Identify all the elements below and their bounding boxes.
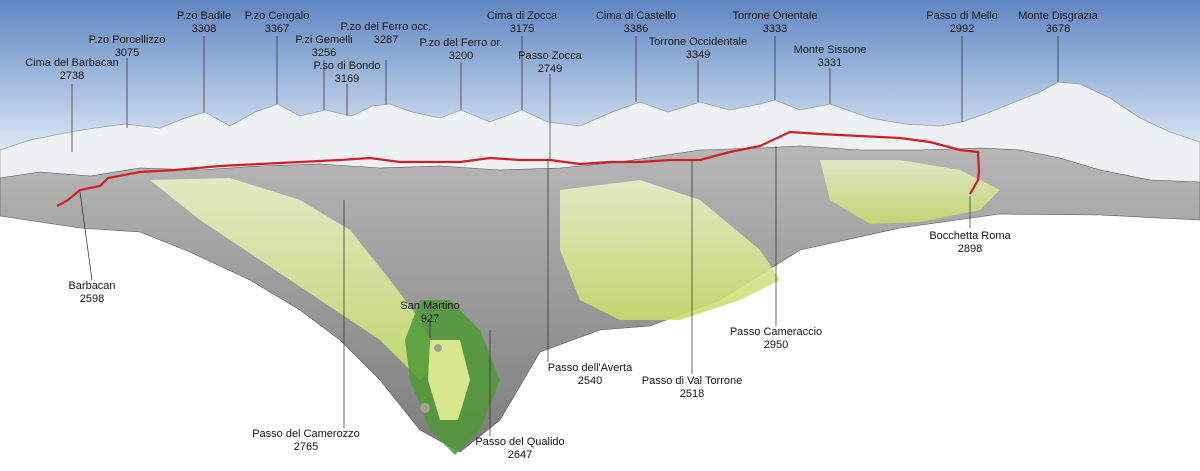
pass-name: Passo del Camerozzo [252,428,360,440]
peak-name: P.zo del Ferro occ. [340,21,432,33]
peak-elevation: 3386 [623,23,649,35]
peak-elevation: 3333 [762,23,788,35]
peak-elevation: 3308 [191,23,217,35]
pass-elevation: 927 [420,313,440,325]
pass-name: Passo Cameraccio [729,326,823,338]
pass-elevation: 2598 [79,293,105,305]
peak-elevation: 3075 [114,47,140,59]
valley-floor [428,340,470,420]
village-valley [420,403,430,413]
peak-name: Monte Disgrazia [1018,10,1098,22]
peak-elevation: 3678 [1045,23,1071,35]
peak-elevation: 3349 [685,49,711,61]
peak-name: Cima di Zocca [486,10,558,22]
peak-elevation: 3175 [509,23,535,35]
peak-name: P.zo Porcellizzo [88,34,166,46]
peak-name: Torrone Orientale [732,10,818,22]
peak-elevation: 3287 [373,34,399,46]
peak-elevation: 2749 [537,63,563,75]
meadow-east [820,160,1000,224]
peak-name: P.zi Gemelli [295,34,353,46]
peak-name: Cima di Castello [595,10,677,22]
peak-name: Torrone Occidentale [648,36,748,48]
pass-elevation: 2950 [763,339,789,351]
lower-leader-lines [79,146,971,436]
pass-name: Passo di Val Torrone [641,375,743,387]
pass-elevation: 2898 [957,243,983,255]
meadow-left [150,178,440,380]
peak-elevation: 3331 [817,57,843,69]
peak-name: Cima del Barbacan [25,57,119,69]
peak-name: P.zo Cengalo [244,10,310,22]
meadow-right [560,180,780,320]
pass-elevation: 2540 [577,375,603,387]
pass-elevation: 2647 [507,449,533,461]
pass-name: Passo del Qualido [475,436,565,448]
pass-name: Barbacan [68,280,116,292]
peak-name: P.zo del Ferro or. [419,37,503,49]
pass-elevation: 2518 [679,388,705,400]
pass-name: Bocchetta Roma [929,230,1011,242]
peak-label: P.zo del Ferro or.3200 [420,37,503,63]
peak-elevation: 3200 [448,50,474,62]
peak-name: P.so di Bondo [313,60,381,72]
pass-name: San Martino [400,300,460,312]
peak-elevation: 3256 [311,47,337,59]
peak-name: Passo di Mello [926,10,998,22]
peak-elevation: 3367 [264,23,290,35]
peak-elevation: 2738 [59,70,85,82]
pass-name: Passo dell'Averta [547,362,633,374]
peak-name: Passo Zocca [518,50,582,62]
peak-name: P.zo Badile [176,10,232,22]
pass-elevation: 2765 [293,441,319,453]
peak-elevation: 2992 [949,23,975,35]
peak-label: P.zo del Ferro occ.3287 [341,21,432,47]
peak-name: Monte Sissone [793,44,867,56]
peak-leader-lines [71,36,1059,160]
village-san-martino [434,344,442,352]
peak-elevation: 3169 [334,73,360,85]
